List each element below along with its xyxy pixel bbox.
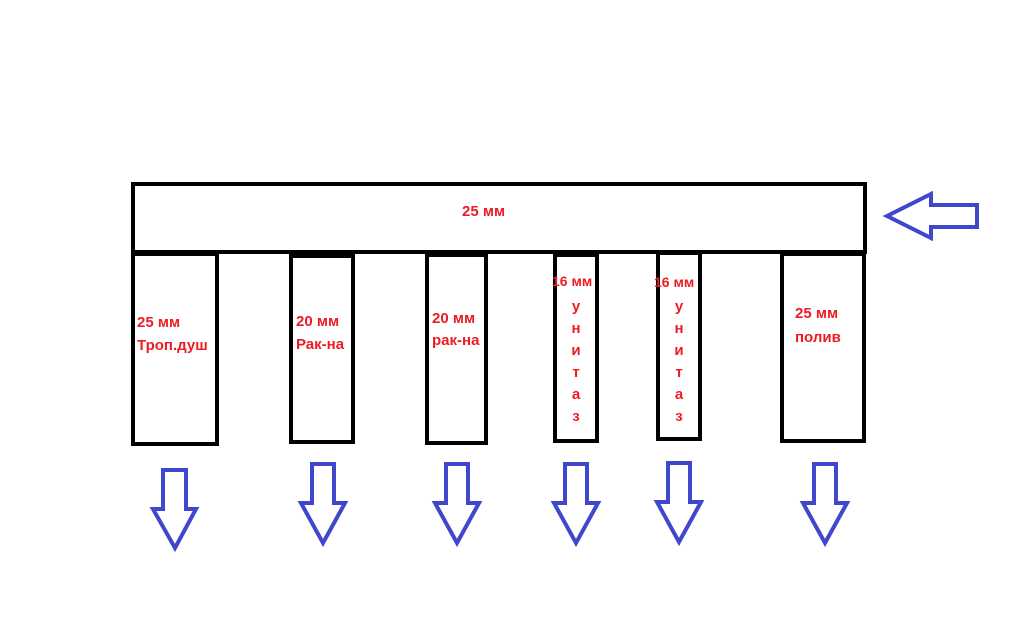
- vertical-letter: у: [674, 298, 684, 315]
- outlet-pipe-2: [289, 254, 355, 444]
- vertical-letter: н: [674, 320, 684, 337]
- arrow-down-icon: [431, 462, 483, 548]
- vertical-letter: т: [675, 364, 683, 381]
- outlet-pipe-3: [425, 253, 488, 445]
- outlet-2-size: 20 мм: [296, 313, 340, 330]
- outlet-4-size: 16 мм: [552, 273, 593, 289]
- outlet-3-size: 20 мм: [432, 310, 476, 327]
- outlet-pipe-4: [553, 253, 599, 443]
- vertical-letter: з: [675, 408, 683, 425]
- vertical-letter: и: [571, 342, 581, 359]
- outlet-1-name: Троп.душ: [137, 337, 208, 354]
- arrow-down-icon: [799, 462, 851, 548]
- outlet-pipe-1: [131, 252, 219, 446]
- vertical-letter: а: [571, 386, 581, 403]
- arrow-down-icon: [149, 468, 200, 553]
- arrow-down-icon: [550, 462, 602, 548]
- outlet-pipe-5: [656, 251, 702, 441]
- arrow-down-icon: [653, 461, 705, 547]
- outlet-2-name: Рак-на: [296, 336, 345, 353]
- vertical-letter: т: [572, 364, 580, 381]
- outlet-pipe-6: [780, 252, 866, 443]
- vertical-letter: и: [674, 342, 684, 359]
- outlet-1-size: 25 мм: [137, 314, 181, 331]
- outlet-6-name: полив: [795, 329, 841, 346]
- vertical-letter: з: [572, 408, 580, 425]
- vertical-letter: н: [571, 320, 581, 337]
- arrow-left-icon: [882, 190, 979, 242]
- manifold-pipe: [131, 182, 867, 254]
- arrow-down-icon: [297, 462, 349, 548]
- manifold-label: 25 мм: [462, 203, 506, 220]
- outlet-6-size: 25 мм: [795, 305, 839, 322]
- outlet-3-name: рак-на: [432, 332, 480, 349]
- vertical-letter: у: [571, 298, 581, 315]
- vertical-letter: а: [674, 386, 684, 403]
- outlet-5-size: 16 мм: [654, 274, 695, 290]
